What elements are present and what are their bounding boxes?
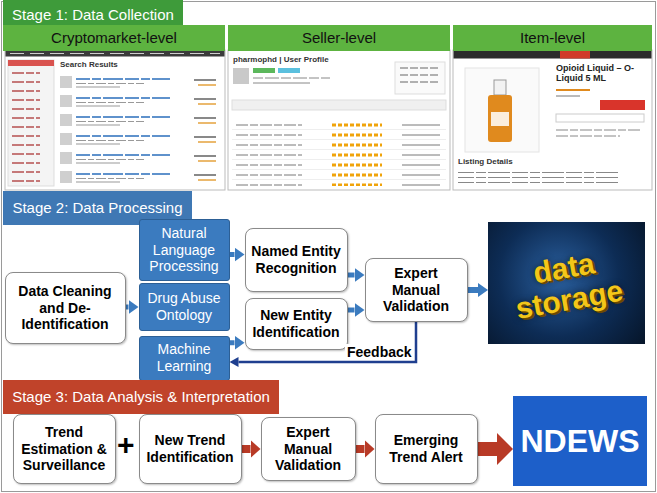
badge [253, 68, 275, 73]
sidebar-header [8, 60, 54, 66]
screenshot-frame [5, 50, 225, 190]
stage-banner: Stage 3: Data Analysis & Interpretation [3, 380, 279, 414]
screenshot-text: Opioid Liquid – O-Liquid 5 ML [556, 63, 648, 84]
flow-arrow [348, 308, 355, 313]
node-text: Seller-level [302, 29, 376, 47]
cryptomarket-screenshot [5, 50, 225, 190]
listing-text [458, 170, 643, 186]
screenshot-text: Listing Details [458, 157, 513, 166]
screenshot-header [454, 51, 652, 59]
process-box: New Entity Identification [245, 298, 348, 350]
node-text: Natural Language Processing [144, 225, 225, 275]
process-box: Trend Estimation & Surveillance [13, 414, 116, 484]
node-text: Machine Learning [144, 341, 225, 375]
text-line [400, 82, 440, 83]
active-tab [560, 51, 590, 59]
ratings-table [232, 120, 446, 186]
node-text: Drug Abuse Ontology [144, 290, 225, 324]
level-heading: Cryptomarket-level [3, 25, 225, 51]
screenshot-frame [228, 50, 450, 190]
text-line [556, 96, 580, 97]
node-text: Stage 2: Data Processing [12, 199, 182, 217]
node-text: Data Cleaning and De-Identification [11, 283, 120, 333]
select-box [556, 114, 644, 122]
bottle-label [491, 112, 509, 126]
text-line [400, 68, 440, 69]
node-text: Stage 1: Data Collection [12, 6, 174, 24]
process-box: Expert Manual Validation [261, 417, 356, 481]
node-text: New Trend Identification [145, 432, 236, 466]
node-text: NDEWS [520, 422, 639, 460]
level-heading: Seller-level [228, 25, 450, 51]
text-line [400, 75, 440, 76]
price-line [556, 89, 590, 91]
node-text: New Entity Identification [251, 307, 342, 341]
sidebar [8, 60, 54, 186]
edge-label: Feedback [345, 344, 414, 360]
level-heading: Item-level [453, 25, 652, 51]
avatar [233, 68, 249, 84]
search-list [58, 73, 222, 186]
node-text: data storage [488, 239, 646, 327]
screenshot-text: pharmophd | User Profile [233, 55, 329, 64]
node-text: Cryptomarket-level [51, 29, 177, 47]
flow-arrow [348, 273, 355, 278]
table-header [232, 100, 446, 110]
buy-button [600, 100, 645, 110]
method-box: Drug Abuse Ontology [139, 283, 230, 331]
method-box: Natural Language Processing [139, 219, 230, 281]
nav-text [10, 53, 220, 54]
plus-sign: + [117, 428, 135, 463]
sidebar-list [8, 68, 54, 184]
node-text: Item-level [520, 29, 585, 47]
text-line [556, 130, 640, 131]
text-line [253, 78, 330, 79]
storage-image: data storage [488, 222, 645, 344]
flow-arrow [230, 252, 235, 257]
process-box: New Trend Identification [139, 414, 242, 484]
process-box: Emerging Trend Alert [375, 414, 478, 484]
node-text: Expert Manual Validation [371, 265, 462, 315]
text-line [253, 83, 310, 84]
flow-arrow [478, 442, 498, 456]
screenshot-text: Search Results [60, 60, 118, 69]
node-text: Emerging Trend Alert [381, 432, 472, 466]
badge [278, 68, 300, 73]
flow-arrow [126, 305, 129, 310]
node-text: Stage 3: Data Analysis & Interpretation [12, 388, 270, 406]
method-box: Machine Learning [139, 336, 230, 381]
process-box: Data Cleaning and De-Identification [5, 272, 126, 344]
process-box: Expert Manual Validation [365, 258, 468, 322]
node-text: Trend Estimation & Surveillance [19, 424, 110, 474]
bottle-cap [494, 80, 506, 95]
flow-arrow [242, 445, 251, 453]
flow-arrow [356, 445, 365, 453]
node-text: Expert Manual Validation [267, 424, 350, 474]
flow-arrow [230, 340, 235, 345]
item-screenshot [453, 50, 652, 190]
seller-screenshot [228, 50, 450, 190]
flow-arrow [468, 287, 479, 293]
screenshot-header [6, 51, 225, 57]
process-box: Named Entity Recognition [245, 228, 348, 292]
logo-box: NDEWS [513, 396, 647, 486]
screenshot-frame [453, 50, 652, 190]
product-photo [465, 68, 539, 152]
node-text: Named Entity Recognition [251, 243, 342, 277]
stats-panel [395, 62, 445, 94]
text-line [556, 136, 620, 137]
bottle [488, 95, 512, 142]
